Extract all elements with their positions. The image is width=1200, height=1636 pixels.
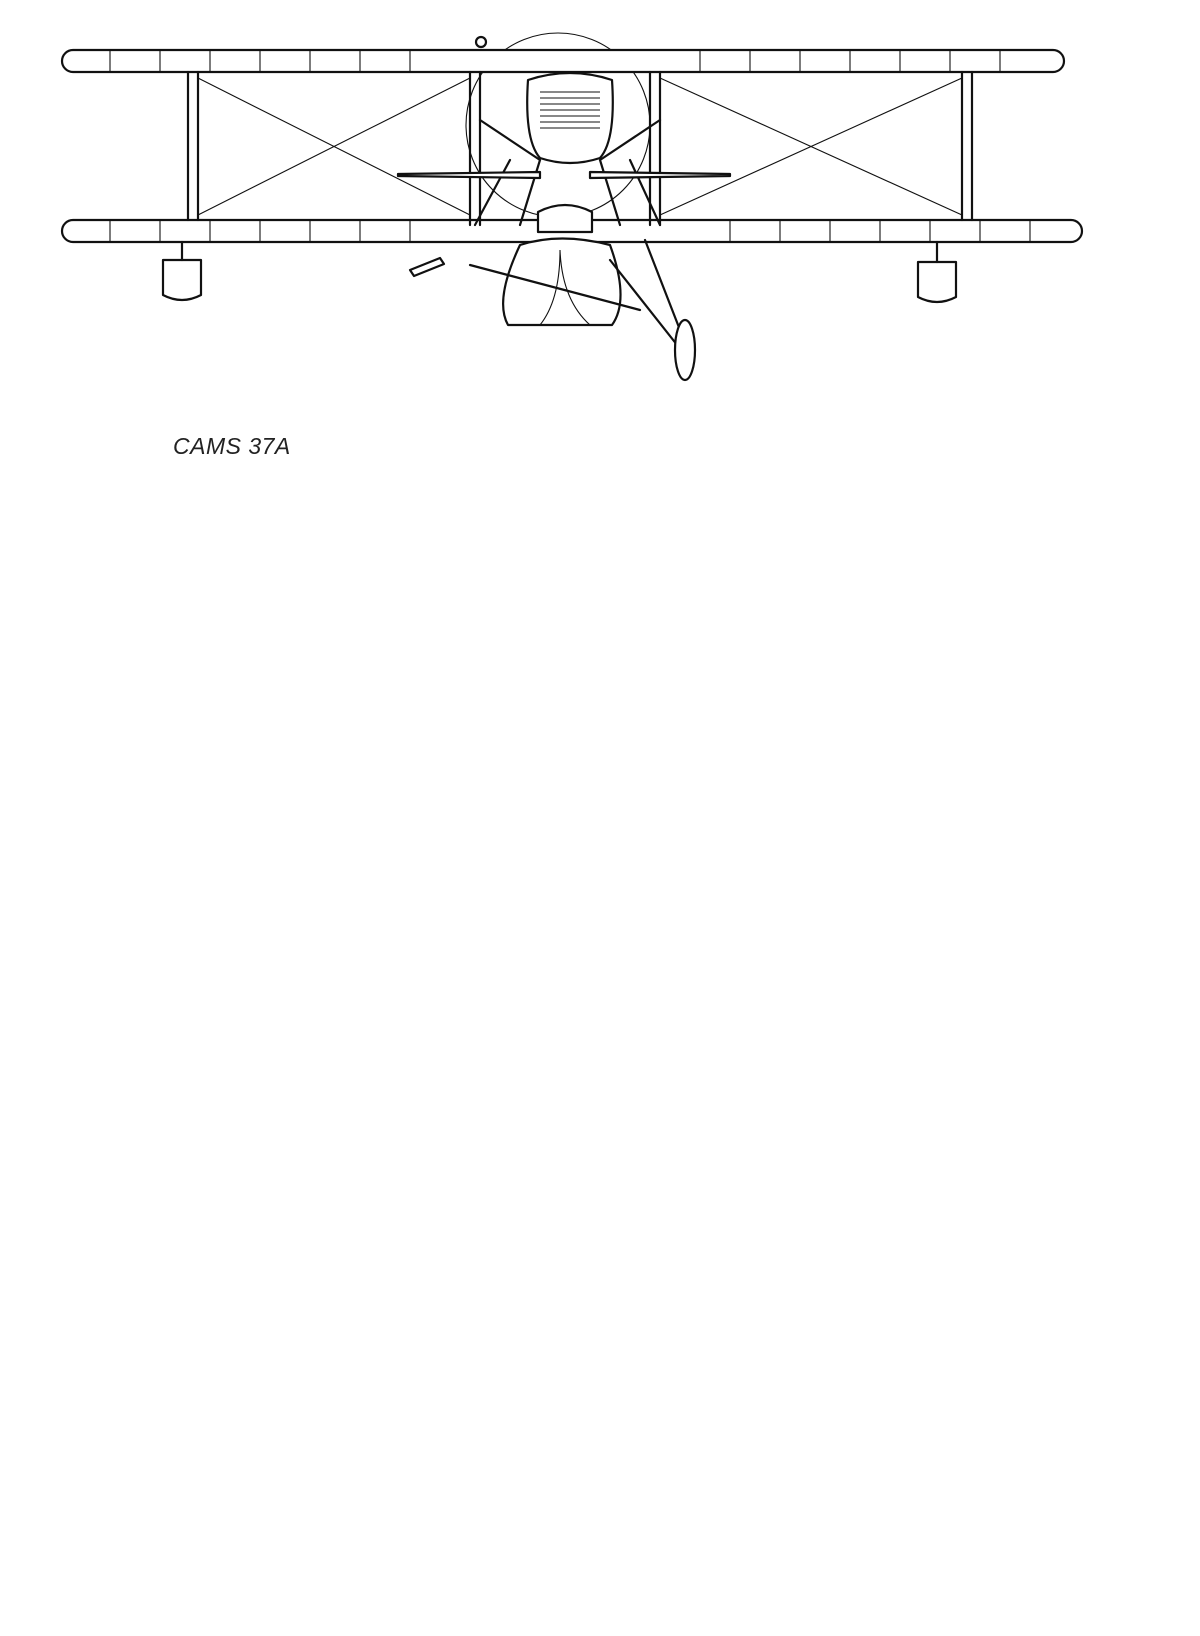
radiator-grille [540, 91, 600, 129]
wing-tank-left [396, 170, 542, 180]
wing-ribs-front [109, 50, 1031, 242]
hull-front [502, 237, 622, 327]
drawing-caption: CAMS 37A [173, 433, 291, 459]
undercarriage-front [468, 238, 687, 357]
engine-struts [473, 118, 662, 227]
wing-tank-right [588, 170, 732, 180]
wheel-front [673, 318, 697, 382]
float-left [161, 258, 203, 302]
front-view [60, 32, 1084, 382]
outer-struts [186, 70, 974, 222]
float-right [916, 260, 958, 304]
bracing-wires [197, 77, 963, 216]
cockpit-front [536, 203, 594, 234]
engine-nacelle [526, 71, 614, 165]
inner-struts [468, 70, 662, 227]
upper-wing [60, 48, 1066, 74]
